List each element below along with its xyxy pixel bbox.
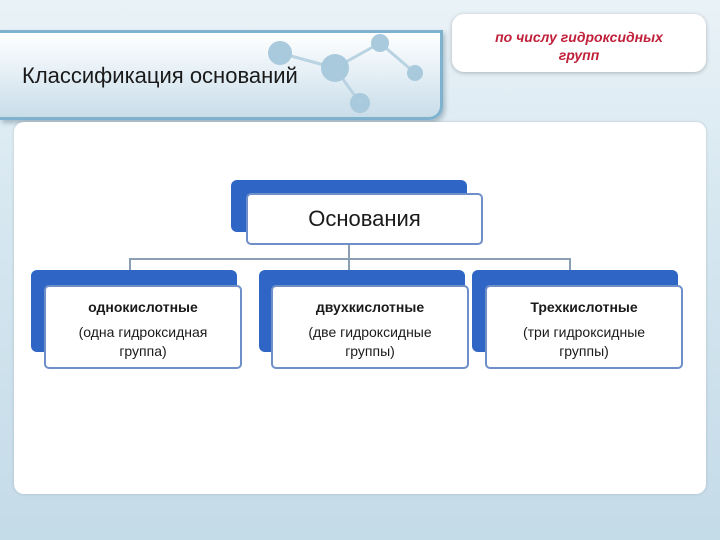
child-node-description: (три гидроксидные группы) xyxy=(522,324,646,359)
root-node-label: Основания xyxy=(308,206,421,231)
child-node-triacid: Трехкислотные (три гидроксидные группы) xyxy=(485,285,683,369)
child-node-title: Трехкислотные xyxy=(530,299,638,315)
child-node-diacid: двухкислотные (две гидроксидные группы) xyxy=(271,285,469,369)
child-node-monoacid: однокислотные (одна гидроксидная группа) xyxy=(44,285,242,369)
badge-text: по числу гидроксидных групп xyxy=(495,29,663,63)
child-node-title: однокислотные xyxy=(88,299,198,315)
molecule-decoration xyxy=(268,34,423,113)
header-banner: Классификация оснований xyxy=(0,30,443,120)
connector-root-stem xyxy=(348,245,350,259)
connector-child-3 xyxy=(569,258,571,272)
child-node-description: (две гидроксидные группы) xyxy=(308,324,432,359)
connector-child-1 xyxy=(129,258,131,272)
child-node-title: двухкислотные xyxy=(315,299,425,315)
connector-horizontal xyxy=(129,258,571,260)
connector-child-2 xyxy=(348,258,350,272)
root-node: Основания xyxy=(246,193,483,245)
child-node-description: (одна гидроксидная группа) xyxy=(78,324,208,359)
page-title: Классификация оснований xyxy=(22,63,298,88)
classification-criterion-badge: по числу гидроксидных групп xyxy=(452,14,706,72)
